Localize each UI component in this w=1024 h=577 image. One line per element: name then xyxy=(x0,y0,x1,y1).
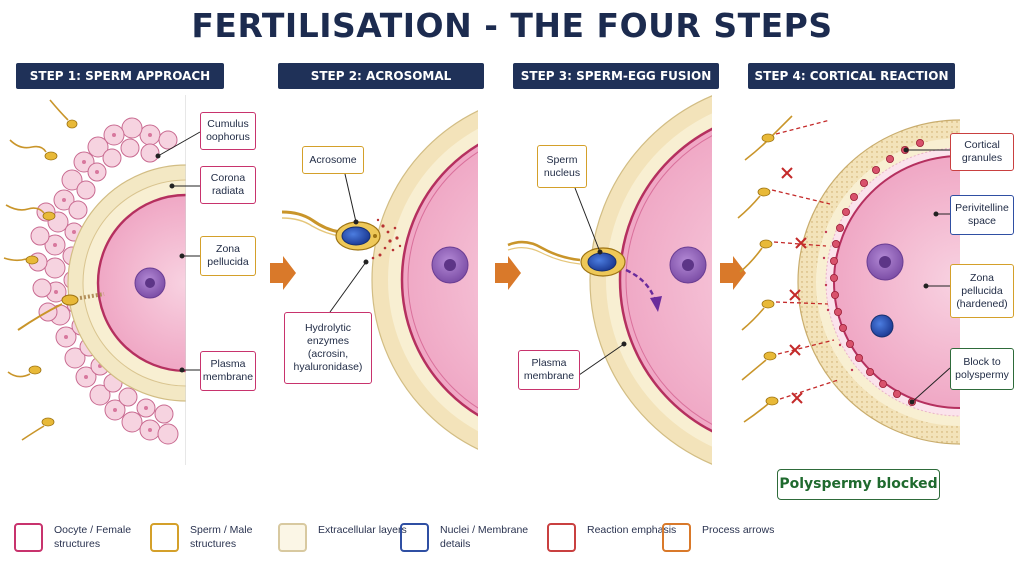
enzyme-release xyxy=(364,218,402,264)
step-2-header: STEP 2: ACROSOMAL REACTION xyxy=(278,63,484,109)
legend-swatch xyxy=(662,523,691,552)
fusing-sperm xyxy=(507,240,626,277)
label-block-to-polyspermy: Block to polyspermy xyxy=(950,348,1014,390)
step-3-illustration xyxy=(589,95,712,465)
label-cumulus-oophorus: Cumulus oophorus xyxy=(200,112,256,150)
label-plasma-membrane: Plasma membrane xyxy=(200,351,256,391)
legend-label: Process arrows xyxy=(702,524,775,536)
process-arrow-1 xyxy=(270,256,296,290)
polyspermy-blocked-note: Polyspermy blocked xyxy=(777,469,940,500)
legend-label: Reaction emphasis xyxy=(587,524,677,536)
acrosomal-sperm xyxy=(281,210,381,251)
label-zona-pellucida: Zona pellucida xyxy=(200,236,256,276)
step-4-leader-lines xyxy=(903,147,951,405)
legend-swatch xyxy=(547,523,576,552)
step-2-leader-lines xyxy=(329,173,369,313)
sperm-cells xyxy=(3,99,69,441)
penetrating-sperm xyxy=(17,292,105,331)
legend-swatch xyxy=(14,523,43,552)
fusion-arrow xyxy=(625,268,657,301)
legend-label: Oocyte / Female structures xyxy=(54,524,132,550)
step-1-leader-lines xyxy=(155,131,201,373)
label-corona-radiata: Corona radiata xyxy=(200,166,256,204)
block-crosses xyxy=(781,167,807,404)
label-sperm-nucleus: Sperm nucleus xyxy=(537,145,587,188)
process-arrow-3 xyxy=(720,256,746,290)
step-3-leader-lines xyxy=(574,187,627,376)
legend-label: Extracellular layers xyxy=(318,524,407,536)
label-plasma-membrane-step3: Plasma membrane xyxy=(518,350,580,390)
legend-swatch xyxy=(278,523,307,552)
blocked-sperm xyxy=(737,115,839,423)
step-3-header: STEP 3: SPERM-EGG FUSION xyxy=(513,63,719,89)
process-arrow-2 xyxy=(495,256,521,290)
step-1-header: STEP 1: SPERM APPROACH xyxy=(16,63,224,89)
page-title: FERTILISATION - THE FOUR STEPS xyxy=(191,6,833,45)
cumulus-nuclei xyxy=(53,133,152,432)
legend-label: Nuclei / Membrane details xyxy=(440,524,529,550)
step-4-illustration xyxy=(797,119,960,445)
legend-swatch xyxy=(150,523,179,552)
legend-label: Sperm / Male structures xyxy=(190,524,253,550)
label-hydrolytic-enzymes: Hydrolytic enzymes (acrosin, hyaluronida… xyxy=(284,312,372,384)
cortical-granules xyxy=(830,138,925,406)
label-perivitelline-space: Perivitelline space xyxy=(950,195,1014,235)
step-4-header: STEP 4: CORTICAL REACTION xyxy=(748,63,955,89)
label-cortical-granules: Cortical granules xyxy=(950,133,1014,171)
label-acrosome: Acrosome xyxy=(302,146,364,174)
label-zona-pellucida-hardened: Zona pellucida (hardened) xyxy=(950,264,1014,318)
step-1-illustration xyxy=(3,95,186,465)
legend-swatch xyxy=(400,523,429,552)
step-2-illustration xyxy=(371,110,478,450)
